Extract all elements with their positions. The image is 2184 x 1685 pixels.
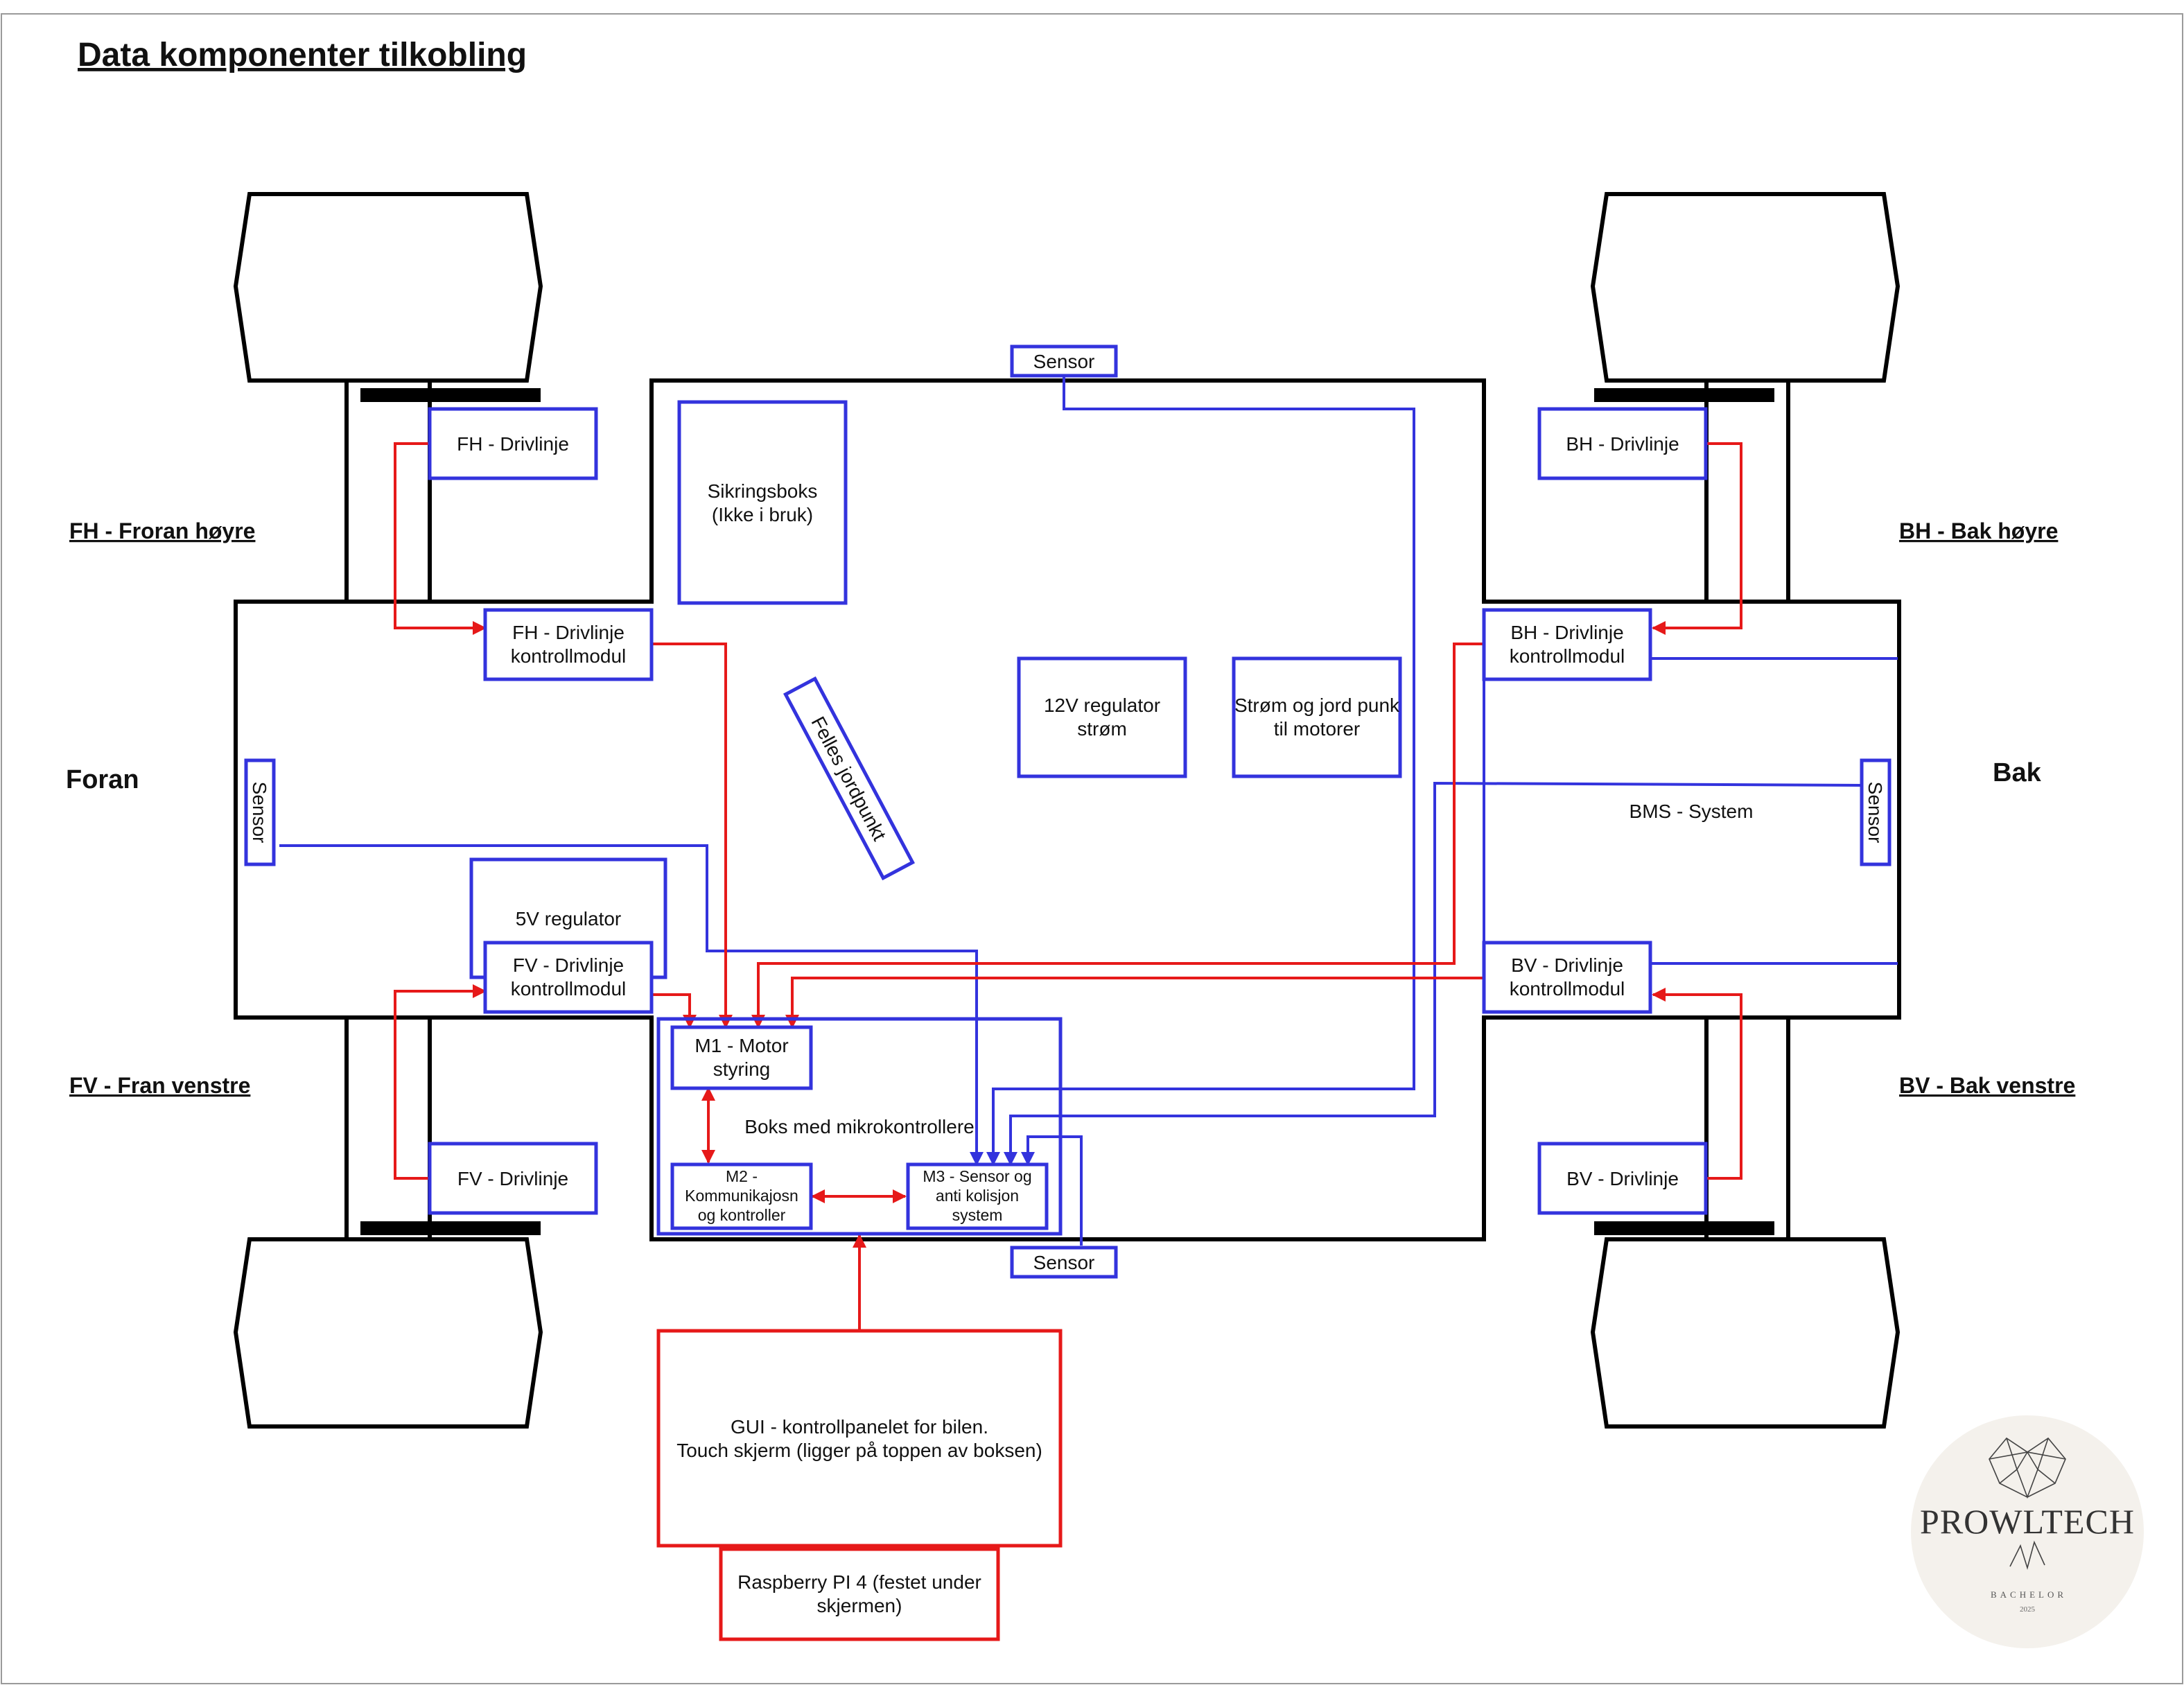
sensor-top-label: Sensor [1033, 351, 1095, 372]
sensor-bottom[interactable]: Sensor [1010, 1246, 1118, 1279]
regulator-12v[interactable]: 12V regulator strøm [1017, 656, 1187, 778]
control-module-bh[interactable]: BH - Drivlinje kontrollmodul [1482, 608, 1652, 681]
control-module-bv-line2: kontrollmodul [1510, 978, 1625, 999]
microcontroller-box-label: Boks med mikrokontrollere [744, 1116, 974, 1137]
fuse-box-line1: Sikringsboks [708, 480, 818, 502]
drivline-fv[interactable]: FV - Drivlinje [428, 1142, 598, 1215]
sensor-rear-label: Sensor [1864, 782, 1886, 844]
m2-line2: Kommunikajosn [685, 1187, 798, 1205]
control-module-bv[interactable]: BV - Drivlinje kontrollmodul [1482, 941, 1652, 1014]
m1-motor-control[interactable]: M1 - Motor styring [670, 1025, 813, 1090]
microcontroller-box[interactable]: Boks med mikrokontrollere [656, 1017, 1063, 1236]
drivline-bh-label: BH - Drivlinje [1566, 433, 1679, 455]
sensor-front[interactable]: Sensor [244, 758, 276, 866]
m3-line1: M3 - Sensor og [923, 1167, 1031, 1185]
m2-line3: og kontroller [698, 1206, 786, 1224]
bms-system-label: BMS - System [1630, 801, 1754, 822]
gui-line2: Touch skjerm (ligger på toppen av boksen… [676, 1440, 1042, 1461]
wheel-bh [1590, 192, 1901, 383]
gui-line1: GUI - kontrollpanelet for bilen. [731, 1416, 988, 1438]
drivline-bv-label: BV - Drivlinje [1566, 1168, 1679, 1189]
raspberry-line1: Raspberry PI 4 (festet under [737, 1571, 981, 1593]
axle-bar-bh [1594, 388, 1774, 402]
regulator-12v-line1: 12V regulator [1044, 695, 1160, 716]
m2-line1: M2 - [726, 1167, 758, 1185]
fuse-box[interactable]: Sikringsboks (Ikke i bruk) [677, 400, 848, 605]
power-wires [394, 442, 1742, 1331]
m3-sensor-anticollision[interactable]: M3 - Sensor og anti kolisjon system [906, 1162, 1049, 1230]
m1-line1: M1 - Motor [694, 1035, 788, 1056]
direction-rear: Bak [1993, 758, 2042, 787]
power-ground-point[interactable]: Strøm og jord punk til motorer [1232, 656, 1402, 778]
data-wires [279, 371, 1898, 1246]
wheel-bv [1590, 1237, 1901, 1429]
control-module-fh[interactable]: FH - Drivlinje kontrollmodul [483, 608, 654, 681]
fuse-box-line2: (Ikke i bruk) [712, 504, 813, 525]
drivline-fv-label: FV - Drivlinje [457, 1168, 568, 1189]
page-title: Data komponenter tilkobling [78, 37, 527, 73]
sensor-bottom-label: Sensor [1033, 1252, 1095, 1273]
sensor-front-label: Sensor [249, 782, 270, 844]
raspberry-line2: skjermen) [817, 1595, 902, 1616]
control-module-fv-line2: kontrollmodul [511, 978, 627, 999]
control-module-fh-line2: kontrollmodul [511, 645, 627, 667]
axle-bar-fh [360, 388, 541, 402]
logo-subtitle: BACHELOR [1991, 1589, 2067, 1600]
control-module-fv[interactable]: FV - Drivlinje kontrollmodul [483, 941, 654, 1014]
logo-wordmark: PROWLTECH [1920, 1502, 2135, 1541]
direction-front: Foran [66, 765, 139, 794]
axle-bar-bv [1594, 1221, 1774, 1235]
wheel-fv [233, 1237, 543, 1429]
regulator-5v-label: 5V regulator [516, 908, 622, 929]
m3-line3: system [952, 1206, 1003, 1224]
regulator-12v-line2: strøm [1077, 718, 1127, 740]
prowltech-logo: PROWLTECH BACHELOR 2025 [1911, 1415, 2144, 1648]
control-module-bh-line1: BH - Drivlinje [1510, 622, 1623, 643]
drivline-bv[interactable]: BV - Drivlinje [1537, 1142, 1708, 1215]
common-ground-point-label: Felles jordpunkt [807, 713, 890, 844]
corner-label-fv: FV - Fran venstre [69, 1073, 250, 1098]
corner-label-bh: BH - Bak høyre [1899, 518, 2058, 543]
axle-bar-fv [360, 1221, 541, 1235]
wolf-head-icon [1989, 1437, 2066, 1570]
control-module-fh-line1: FH - Drivlinje [512, 622, 624, 643]
drivline-bh[interactable]: BH - Drivlinje [1537, 407, 1708, 480]
corner-label-bv: BV - Bak venstre [1899, 1073, 2075, 1098]
logo-year: 2025 [2020, 1605, 2036, 1614]
control-module-bv-line1: BV - Drivlinje [1511, 954, 1623, 976]
drivline-fh-label: FH - Drivlinje [457, 433, 569, 455]
m2-communication[interactable]: M2 - Kommunikajosn og kontroller [670, 1162, 813, 1230]
page-frame [1, 13, 2183, 1684]
sensor-rear[interactable]: Sensor [1860, 758, 1892, 866]
m3-line2: anti kolisjon [936, 1187, 1019, 1205]
m1-line2: styring [713, 1058, 770, 1080]
power-ground-point-line1: Strøm og jord punk [1234, 695, 1400, 716]
common-ground-point[interactable]: Felles jordpunkt [783, 676, 915, 881]
sensor-top[interactable]: Sensor [1010, 344, 1118, 378]
corner-label-fh: FH - Froran høyre [69, 518, 255, 543]
power-ground-point-line2: til motorer [1274, 718, 1360, 740]
wheel-fh [233, 192, 543, 383]
gui-control-panel[interactable]: GUI - kontrollpanelet for bilen. Touch s… [656, 1329, 1063, 1548]
control-module-fv-line1: FV - Drivlinje [513, 954, 624, 976]
raspberry-pi[interactable]: Raspberry PI 4 (festet under skjermen) [719, 1547, 1000, 1641]
drivline-fh[interactable]: FH - Drivlinje [428, 407, 598, 480]
control-module-bh-line2: kontrollmodul [1510, 645, 1625, 667]
